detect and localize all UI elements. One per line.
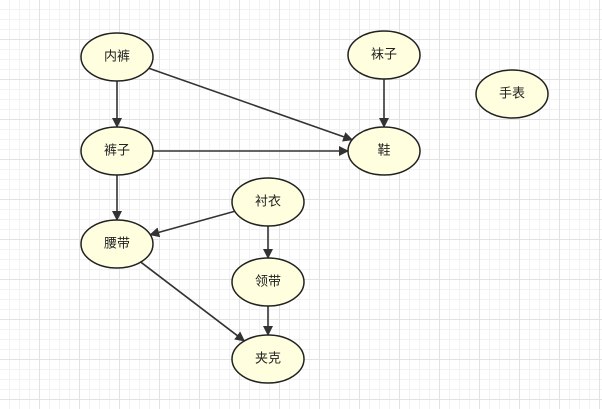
edges (112, 67, 389, 342)
node-label: 夹克 (255, 352, 281, 367)
edge-arrow (149, 210, 235, 238)
node-label: 手表 (499, 87, 525, 102)
node-label: 领带 (255, 275, 281, 290)
nodes: 内裤 袜子 手表 裤子 鞋 衬衣 (80, 30, 549, 384)
edge-yaodai-to-jiake (140, 261, 246, 342)
node-kuzi[interactable]: 裤子 (80, 126, 154, 176)
node-label: 内裤 (104, 49, 130, 65)
node-xie[interactable]: 鞋 (347, 126, 421, 176)
node-shoubiao[interactable]: 手表 (475, 69, 549, 119)
edge-neiku-to-xie (148, 67, 354, 142)
node-neiku[interactable]: 内裤 (80, 32, 154, 82)
edge-arrow (148, 67, 354, 142)
edge-chenyi-to-yaodai (149, 210, 235, 238)
node-label: 衬衣 (255, 194, 281, 210)
node-lingdai[interactable]: 领带 (231, 257, 305, 307)
node-jiake[interactable]: 夹克 (231, 334, 305, 384)
node-label: 裤子 (104, 144, 130, 159)
node-yaodai[interactable]: 腰带 (80, 219, 154, 269)
node-wazi[interactable]: 袜子 (347, 30, 421, 80)
node-chenyi[interactable]: 衬衣 (231, 177, 305, 227)
node-label: 袜子 (371, 48, 397, 63)
edge-arrow (140, 261, 246, 342)
node-label: 鞋 (377, 143, 390, 159)
node-label: 腰带 (104, 237, 130, 252)
